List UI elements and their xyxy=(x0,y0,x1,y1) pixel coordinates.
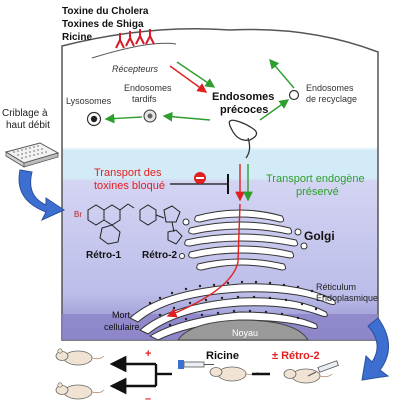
syringe-icon xyxy=(178,360,214,369)
nucleus xyxy=(177,319,309,341)
early-endosome xyxy=(228,119,258,159)
outcome-arrows xyxy=(109,355,270,395)
lysosomes-label: Lysosomes xyxy=(66,96,112,106)
er-label-2: Endoplasmique xyxy=(316,293,378,303)
screening-label-1: Criblage à xyxy=(2,108,48,119)
retro2-treatment-label: ± Rétro-2 xyxy=(272,350,320,362)
toxin-ricin-label: Ricine xyxy=(62,32,92,43)
endogenous-label-2: préservé xyxy=(296,186,339,198)
late-endosomes-label-2: tardifs xyxy=(132,94,157,104)
blocked-transport-label-1: Transport des xyxy=(94,167,162,179)
late-endosomes-label-1: Endosomes xyxy=(124,83,172,93)
bromo-label: Br xyxy=(74,210,82,219)
recycling-endosomes-label-1: Endosomes xyxy=(306,83,354,93)
screening-arrow xyxy=(18,169,66,222)
late-endosome-dots xyxy=(147,113,153,119)
mouse-top-left xyxy=(55,348,105,366)
mouse-bottom-left xyxy=(55,382,105,400)
inhibition-icon-bar xyxy=(196,177,204,179)
golgi-label: Golgi xyxy=(304,229,335,243)
lysosome-core xyxy=(90,115,98,123)
mouse-dead xyxy=(209,366,259,382)
nucleus-label: Noyau xyxy=(232,328,258,338)
toxin-path-arrow xyxy=(166,203,241,318)
blocked-transport-label-2: toxines bloqué xyxy=(94,180,165,192)
er-ribosomes xyxy=(148,280,326,327)
ricin-bottom-label: Ricine xyxy=(206,350,239,362)
toxin-icons xyxy=(115,29,155,49)
retro1-label: Rétro-1 xyxy=(86,250,121,261)
retro2-structure xyxy=(139,204,183,245)
receptors-label: Récepteurs xyxy=(112,64,159,74)
plus-label: + xyxy=(145,348,151,360)
recycling-endosomes-label-2: de recyclage xyxy=(306,94,357,104)
minus-label: – xyxy=(145,393,151,405)
cell-death-label-2: cellulaire xyxy=(104,322,140,332)
recycling-endosome xyxy=(288,89,300,101)
er-label-1: Réticulum xyxy=(316,282,356,292)
retro2-label: Rétro-2 xyxy=(142,250,177,261)
in-vivo-arrow xyxy=(361,317,390,381)
mouse-treated xyxy=(283,368,333,384)
retro1-structure xyxy=(87,203,135,245)
trafficking-arrows xyxy=(104,58,295,202)
microplate-icon xyxy=(4,142,60,168)
syringe-icon-2 xyxy=(307,360,339,377)
toxin-shiga-label: Toxines de Shiga xyxy=(62,19,144,30)
early-endosomes-label-1: Endosomes xyxy=(212,91,274,103)
endogenous-label-1: Transport endogène xyxy=(266,173,365,185)
toxin-cholera-label: Toxine du Cholera xyxy=(62,6,149,17)
early-endosomes-label-2: précoces xyxy=(220,104,268,116)
screening-label-2: haut débit xyxy=(6,120,50,131)
cell-death-label-1: Mort xyxy=(112,310,130,320)
